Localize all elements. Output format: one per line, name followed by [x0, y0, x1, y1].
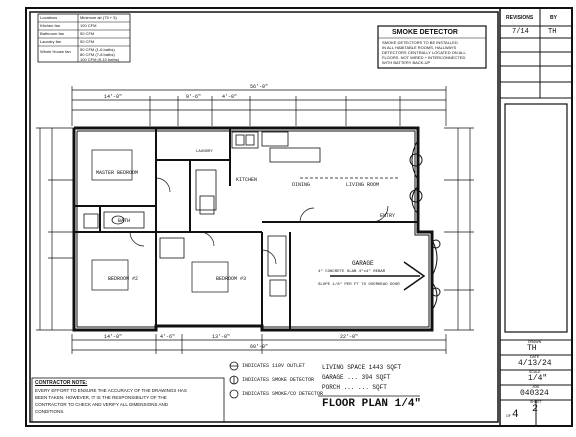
garage-note: 4" CONCRETE SLAB 4"x4" REBAR [318, 270, 386, 274]
area-living: LIVING SPACE 1443 SQFT [322, 364, 402, 371]
vent-row-value: 100 CFM [80, 23, 97, 28]
room-entry: ENTRY [380, 213, 396, 219]
revisions-header: REVISIONS [506, 15, 534, 21]
exterior-walls [72, 126, 434, 332]
scale-value: 1/4" [528, 374, 548, 383]
dim-overall: 56'-0" [250, 84, 269, 90]
vent-row-label: Whole House fan [40, 49, 71, 54]
smoke-line: SMOKE DETECTORS TO BE INSTALLED [382, 40, 458, 45]
drawing-frame [29, 11, 499, 423]
vent-row-value: 50 CFM [80, 31, 95, 36]
smoke-line: FLOORS. NOT WIRED + INTERCONNECTED [382, 55, 466, 60]
legend-item: INDICATES SMOKE DETECTOR [242, 377, 315, 383]
room-bed3: BEDROOM #3 [216, 276, 247, 282]
vent-row-label: Laundry fan [40, 39, 62, 44]
vent-row-label: Bathroom fan [40, 31, 65, 36]
of-value: 4 [512, 409, 519, 421]
area-garage: GARAGE ... 394 SQFT [322, 374, 391, 381]
sheet-label: SHEET [530, 400, 542, 404]
scale-label: SCALE [529, 370, 541, 374]
contractor-note-line: CONDITIONS. [35, 409, 65, 414]
revisions-by-header: BY [550, 15, 557, 21]
legend-item: INDICATES 110V OUTLET [242, 363, 306, 369]
of-label: OF [506, 414, 511, 418]
vent-row-label: Kitchen fan [40, 23, 61, 28]
smoke-detector-box [377, 25, 487, 69]
dim-top: 9'-6" [186, 94, 202, 100]
legend-item: INDICATES SMOKE/CO DETECTOR [242, 391, 324, 397]
contractor-note-line: BEEN TAKEN. HOWEVER, IT IS THE RESPONSIB… [35, 395, 167, 400]
room-kitchen: KITCHEN [236, 177, 258, 183]
interior-walls [74, 128, 418, 330]
dim-top: 4'-0" [222, 94, 238, 100]
dim-bottom: 14'-0" [104, 334, 123, 340]
dim-bottom: 60'-0" [250, 344, 269, 350]
room-living: LIVING ROOM [346, 182, 380, 188]
contractor-note-title: CONTRACTOR NOTE: [35, 380, 88, 386]
room-master: MASTER BEDROOM [96, 170, 139, 176]
drawn-value: TH [527, 344, 537, 353]
dim-bottom: 22'-0" [340, 334, 359, 340]
vent-header-location: Locations [40, 15, 58, 20]
smoke-title: SMOKE DETECTOR [392, 29, 458, 36]
smoke-line: DETECTORS CENTRALLY LOCATED ON ALL [382, 50, 466, 55]
job-label: JOB [532, 385, 539, 389]
vent-row-value: 50 CFM (1-6 baths) [80, 47, 115, 52]
contractor-note-box [31, 377, 225, 423]
job-value: 040324 [520, 389, 549, 398]
contractor-note-line: CONTRACTOR TO CHECK AND VERIFY ALL DIMEN… [35, 402, 169, 407]
room-dining: DINING [292, 182, 311, 188]
room-laundry: LAUNDRY [196, 150, 213, 154]
dim-top: 14'-0" [104, 94, 123, 100]
garage-note: SLOPE 1/8" PER FT TO OVERHEAD DOOR [318, 283, 400, 287]
garage-slope-arrow [330, 261, 426, 291]
title-logo-box [504, 103, 568, 333]
sheet-border [25, 7, 573, 427]
smoke-line: IN ALL HABITABLE ROOMS, HALLWAYS [382, 45, 457, 50]
vent-extra: 100 CFM (9-10 baths) [80, 57, 120, 62]
area-porch: PORCH ... ... SQFT [322, 384, 387, 391]
date-label: DATE [530, 355, 540, 359]
drawn-label: DRAWN [528, 340, 542, 344]
contractor-note-line: EVERY EFFORT TO ENSURE THE ACCURACY OF T… [35, 388, 187, 393]
vent-extra: 80 CFM (7-8 baths) [80, 52, 115, 57]
sheet-title: FLOOR PLAN 1/4" [322, 398, 422, 410]
dim-bottom: 4'-6" [160, 334, 176, 340]
room-garage: GARAGE [352, 260, 374, 267]
vent-header-air: Minimum air (75 + 5) [80, 15, 117, 20]
sheet-value: 2 [532, 404, 539, 415]
dim-bottom: 13'-0" [212, 334, 231, 340]
date-value: 4/13/24 [518, 359, 552, 368]
vent-row-value: 50 CFM [80, 39, 95, 44]
smoke-line: WITH BATTERY BACK-UP [382, 60, 431, 65]
room-bed2: BEDROOM #2 [108, 276, 139, 282]
room-bath: BATH [118, 218, 131, 224]
revision-date: 7/14 [512, 28, 529, 36]
revision-initials: TH [548, 28, 557, 36]
